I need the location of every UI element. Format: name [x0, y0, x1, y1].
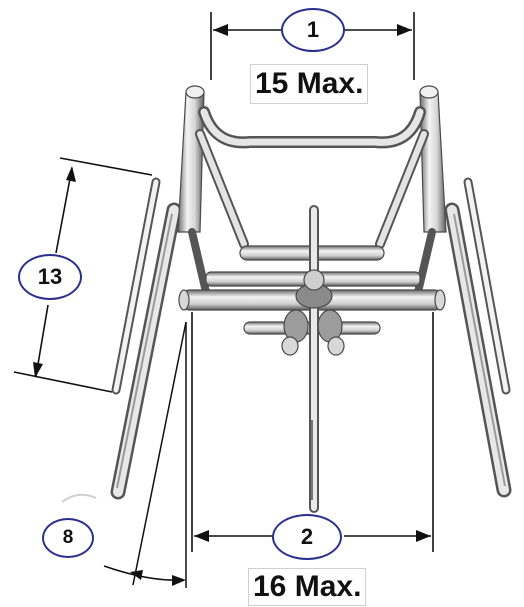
callout-8: 8	[42, 518, 94, 558]
top-max-label: 15 Max.	[250, 64, 369, 104]
dimension-camber-angle	[61, 321, 187, 588]
callout-1: 1	[281, 8, 345, 52]
dimension-bottom-width	[191, 312, 434, 552]
wheelchair-frame	[110, 85, 512, 513]
dimension-top-width	[210, 12, 415, 80]
dimension-wheel-height	[13, 157, 153, 393]
callout-13: 13	[18, 254, 82, 300]
bottom-max-label: 16 Max.	[248, 568, 367, 606]
callout-2: 2	[272, 514, 342, 560]
